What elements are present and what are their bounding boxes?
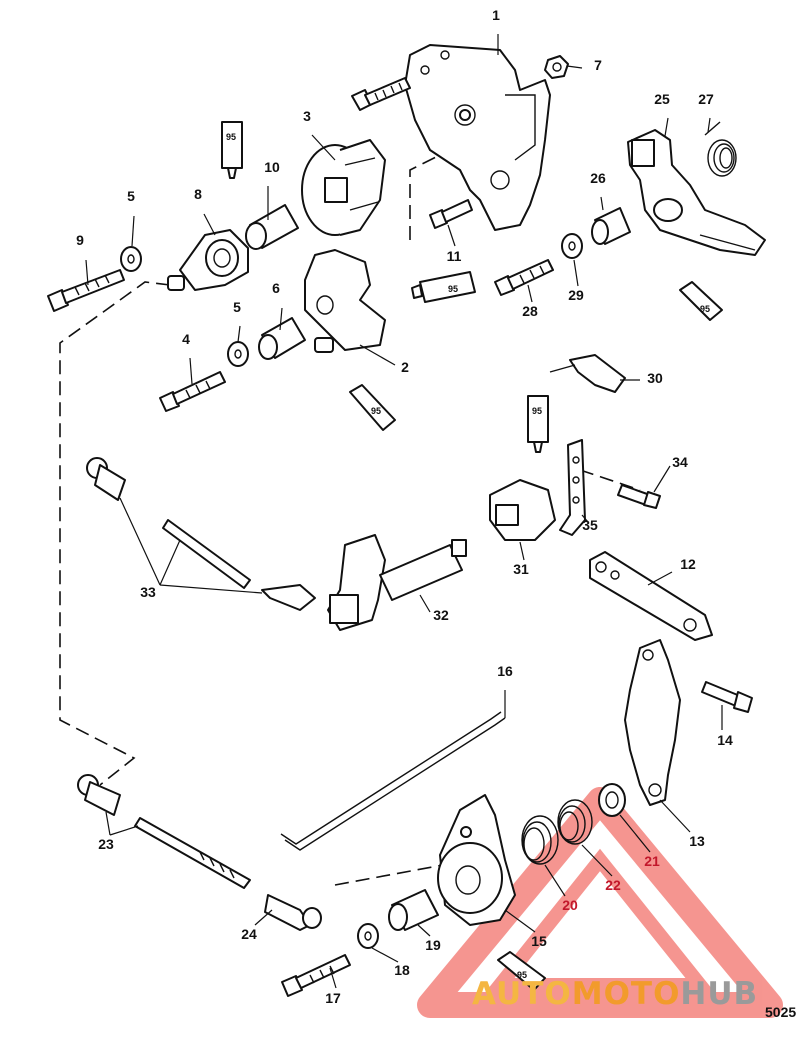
- svg-text:95: 95: [517, 970, 527, 980]
- part-28-bolt: [494, 259, 554, 296]
- figure-number: 5025: [765, 1004, 796, 1020]
- callout-3: 3: [303, 108, 311, 124]
- part-23-rod-end: [77, 774, 251, 889]
- svg-text:95: 95: [371, 406, 381, 416]
- bolt-upper: [351, 77, 411, 111]
- part-21-washer: [598, 783, 626, 817]
- callout-29: 29: [568, 287, 584, 303]
- callout-20: 20: [562, 897, 578, 913]
- part-22-spring: [557, 799, 593, 845]
- part-14-screw: [701, 681, 753, 713]
- part-19-bushing: [388, 889, 439, 931]
- callout-18: 18: [394, 962, 410, 978]
- callout-31: 31: [513, 561, 529, 577]
- part-20-spring: [521, 815, 559, 865]
- part-32-link-assembly: [327, 534, 467, 631]
- callout-26: 26: [590, 170, 606, 186]
- part-18-washer: [357, 923, 379, 949]
- callout-10: 10: [264, 159, 280, 175]
- part-17-bolt: [281, 954, 351, 997]
- part-13-arm: [624, 639, 681, 806]
- part-6-bushing: [258, 317, 306, 360]
- callout-5: 5: [127, 188, 135, 204]
- part-25-throttle-lever: [627, 129, 766, 256]
- lube-tube-4: 95: [527, 395, 549, 453]
- part-7-nut: [544, 55, 569, 79]
- callout-5: 5: [233, 299, 241, 315]
- callout-9: 9: [76, 232, 84, 248]
- callout-33: 33: [140, 584, 156, 600]
- part-11-bolt: [429, 199, 473, 229]
- part-27-spring: [704, 121, 737, 177]
- part-5-washers: [120, 246, 249, 367]
- callout-16: 16: [497, 663, 513, 679]
- callout-30: 30: [647, 370, 663, 386]
- callout-34: 34: [672, 454, 688, 470]
- part-24-rod-end: [264, 894, 322, 931]
- callout-23: 23: [98, 836, 114, 852]
- part-10-bushing: [245, 204, 299, 250]
- part-9-bolt: [47, 269, 125, 312]
- callout-32: 32: [433, 607, 449, 623]
- lube-tube-6: 95: [497, 951, 546, 991]
- callout-15: 15: [531, 933, 547, 949]
- callout-14: 14: [717, 732, 733, 748]
- callout-11: 11: [447, 248, 462, 264]
- watermark-triangle: [417, 787, 783, 1018]
- callout-21: 21: [644, 853, 660, 869]
- watermark-logo: AUTOMOTOHUB: [472, 976, 758, 1012]
- part-15-lever: [437, 794, 516, 926]
- part-31-fitting: [489, 479, 556, 541]
- callout-13: 13: [689, 833, 705, 849]
- callout-19: 19: [425, 937, 441, 953]
- part-34-screw: [617, 484, 661, 509]
- watermark-part-2: MOTO: [571, 976, 681, 1012]
- part-26-bushing: [591, 207, 631, 245]
- part-8-lever: [167, 229, 249, 291]
- part-12-link-bar: [589, 551, 713, 641]
- part-33-rod: [86, 457, 316, 611]
- part-30-clip: [549, 354, 626, 393]
- leader-lines: [85, 34, 723, 989]
- callout-1: 1: [492, 7, 500, 23]
- watermark-part-1: AUTO: [472, 976, 572, 1012]
- svg-text:95: 95: [532, 406, 542, 416]
- part-3-cam: [301, 139, 386, 236]
- lube-tube-2: 95: [411, 271, 476, 303]
- callout-12: 12: [680, 556, 696, 572]
- svg-text:95: 95: [448, 284, 458, 294]
- callout-35: 35: [582, 517, 598, 533]
- callout-2: 2: [401, 359, 409, 375]
- part-2-lever: [304, 249, 386, 353]
- callout-6: 6: [272, 280, 280, 296]
- callout-7: 7: [594, 57, 602, 73]
- watermark-part-3: HUB: [680, 976, 759, 1012]
- callout-8: 8: [194, 186, 202, 202]
- part-16-rod: [280, 711, 506, 851]
- callout-4: 4: [182, 331, 190, 347]
- callout-27: 27: [698, 91, 714, 107]
- svg-text:95: 95: [700, 304, 710, 314]
- part-35-strap: [559, 439, 586, 536]
- lube-tube-3: 95: [349, 384, 396, 431]
- callout-17: 17: [325, 990, 341, 1006]
- callout-24: 24: [241, 926, 257, 942]
- part-1-main-bracket: [404, 44, 551, 231]
- callout-labels: 1234556789101112131415161718192021222324…: [76, 7, 733, 1006]
- svg-text:95: 95: [226, 132, 236, 142]
- lube-tube-5: 95: [679, 281, 723, 321]
- lube-tube-1: 95: [221, 121, 243, 179]
- callout-28: 28: [522, 303, 538, 319]
- part-29-washer: [561, 233, 583, 259]
- part-4-bolt: [159, 371, 226, 412]
- callout-25: 25: [654, 91, 670, 107]
- callout-22: 22: [605, 877, 621, 893]
